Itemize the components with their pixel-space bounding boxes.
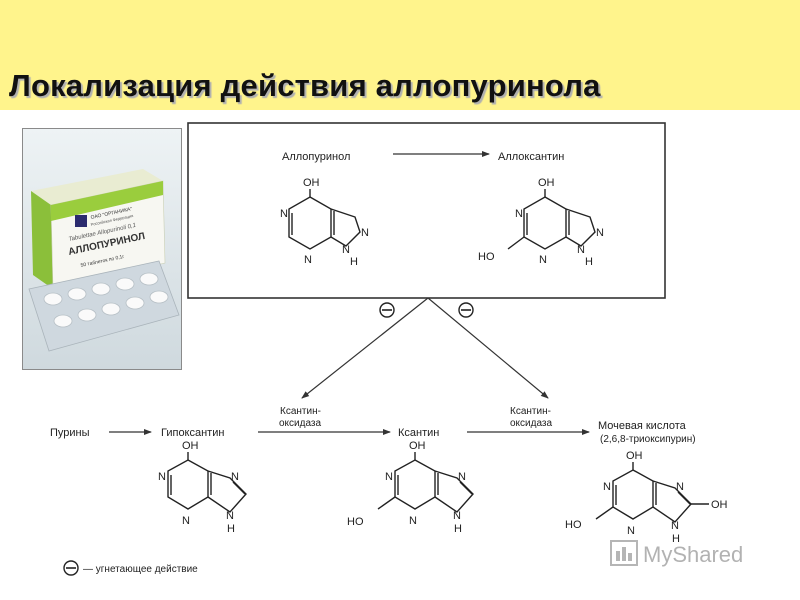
svg-text:H: H xyxy=(672,533,680,545)
hypoxanthine-label: Гипоксантин xyxy=(161,427,224,439)
xanthine-label: Ксантин xyxy=(398,427,439,439)
enzyme2-line1: Ксантин- xyxy=(510,406,551,417)
svg-text:N: N xyxy=(671,520,679,532)
svg-text:N: N xyxy=(342,244,350,256)
svg-text:OH: OH xyxy=(182,440,199,452)
svg-text:N: N xyxy=(676,481,684,493)
inhibitor-symbol-left xyxy=(379,302,395,318)
svg-text:N: N xyxy=(515,208,523,220)
svg-text:HO: HO xyxy=(478,251,495,263)
inhibition-arrow-right xyxy=(427,297,549,399)
svg-text:H: H xyxy=(350,256,358,268)
svg-text:OH: OH xyxy=(303,177,320,189)
enzyme1-line2: оксидаза xyxy=(279,418,322,429)
svg-text:N: N xyxy=(280,208,288,220)
xanthine-structure: OH HO N N N N H xyxy=(347,440,474,535)
svg-text:N: N xyxy=(458,471,466,483)
svg-text:N: N xyxy=(453,510,461,522)
svg-text:HO: HO xyxy=(565,519,582,531)
svg-text:OH: OH xyxy=(711,499,728,511)
svg-text:N: N xyxy=(361,227,369,239)
watermark-text: MyShared xyxy=(643,542,743,567)
myshared-logo-icon xyxy=(610,540,638,566)
svg-text:H: H xyxy=(454,523,462,535)
enzyme2-line2: оксидаза xyxy=(510,418,553,429)
inhibition-arrow-left xyxy=(301,297,429,399)
svg-text:N: N xyxy=(385,471,393,483)
svg-text:N: N xyxy=(603,481,611,493)
svg-text:N: N xyxy=(226,510,234,522)
legend-text: — угнетающее действие xyxy=(83,564,198,575)
alloxanthine-label: Аллоксантин xyxy=(498,151,564,163)
svg-text:N: N xyxy=(539,254,547,266)
inhibitor-symbol-right xyxy=(458,302,474,318)
svg-text:OH: OH xyxy=(538,177,555,189)
svg-text:N: N xyxy=(577,244,585,256)
uric-acid-alt-label: (2,6,8-триоксипурин) xyxy=(600,434,696,445)
svg-text:HO: HO xyxy=(347,516,364,528)
hypoxanthine-structure: OH N N N N H xyxy=(158,440,247,535)
svg-text:N: N xyxy=(158,471,166,483)
svg-text:OH: OH xyxy=(626,450,643,462)
legend-inhibitor-symbol xyxy=(63,560,79,576)
svg-text:N: N xyxy=(304,254,312,266)
svg-text:H: H xyxy=(585,256,593,268)
slide-header xyxy=(0,0,800,110)
svg-text:OH: OH xyxy=(409,440,426,452)
svg-text:N: N xyxy=(627,525,635,537)
uric-acid-label: Мочевая кислота xyxy=(598,420,687,432)
svg-text:N: N xyxy=(596,227,604,239)
drug-package-photo: ОАО "ОРГАНИКА" Российская Федерация Tabu… xyxy=(22,128,182,370)
alloxanthine-structure: OH HO N N N N H xyxy=(478,177,604,268)
allopurinol-box xyxy=(187,122,666,299)
enzyme1-line1: Ксантин- xyxy=(280,406,321,417)
allopurinol-structure: OH N N N N H xyxy=(280,177,369,268)
uric-acid-structure: OH HO OH N N N N H xyxy=(565,450,728,545)
svg-text:N: N xyxy=(409,515,417,527)
pill-blister-icon: ОАО "ОРГАНИКА" Российская Федерация Tabu… xyxy=(23,129,181,369)
allopurinol-label: Аллопуринол xyxy=(282,151,350,163)
svg-text:H: H xyxy=(227,523,235,535)
svg-text:N: N xyxy=(231,471,239,483)
purines-label: Пурины xyxy=(50,427,90,439)
slide-title: Локализация действия аллопуринола xyxy=(9,68,601,103)
svg-text:N: N xyxy=(182,515,190,527)
